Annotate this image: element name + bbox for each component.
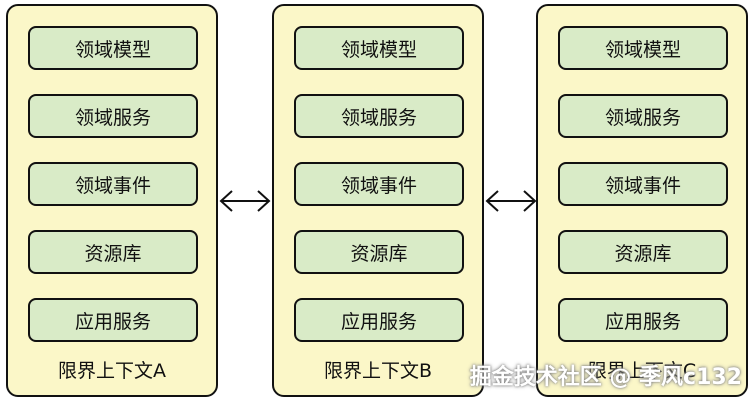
module-domain-model: 领域模型 (558, 26, 728, 70)
module-application-service: 应用服务 (558, 298, 728, 342)
module-application-service: 应用服务 (294, 298, 464, 342)
bidirectional-arrow-bc (485, 190, 537, 212)
module-application-service: 应用服务 (28, 298, 198, 342)
watermark: 掘金技术社区 @ 季风c132 (469, 365, 742, 390)
module-repository: 资源库 (28, 230, 198, 274)
module-repository: 资源库 (558, 230, 728, 274)
module-domain-service: 领域服务 (558, 94, 728, 138)
module-repository: 资源库 (294, 230, 464, 274)
module-domain-model: 领域模型 (28, 26, 198, 70)
context-label-a: 限界上下文A (58, 360, 166, 382)
context-label-c: 限界上下文C (587, 360, 697, 382)
module-domain-service: 领域服务 (28, 94, 198, 138)
module-domain-service: 领域服务 (294, 94, 464, 138)
bidirectional-arrow-ab (219, 190, 271, 212)
module-domain-event: 领域事件 (558, 162, 728, 206)
bounded-context-c: 领域模型 领域服务 领域事件 资源库 应用服务 限界上下文C (536, 4, 748, 397)
bounded-context-b: 领域模型 领域服务 领域事件 资源库 应用服务 限界上下文B (272, 4, 484, 397)
module-domain-model: 领域模型 (294, 26, 464, 70)
module-domain-event: 领域事件 (294, 162, 464, 206)
context-label-b: 限界上下文B (323, 360, 433, 382)
bounded-context-a: 领域模型 领域服务 领域事件 资源库 应用服务 限界上下文A (6, 4, 218, 397)
module-domain-event: 领域事件 (28, 162, 198, 206)
